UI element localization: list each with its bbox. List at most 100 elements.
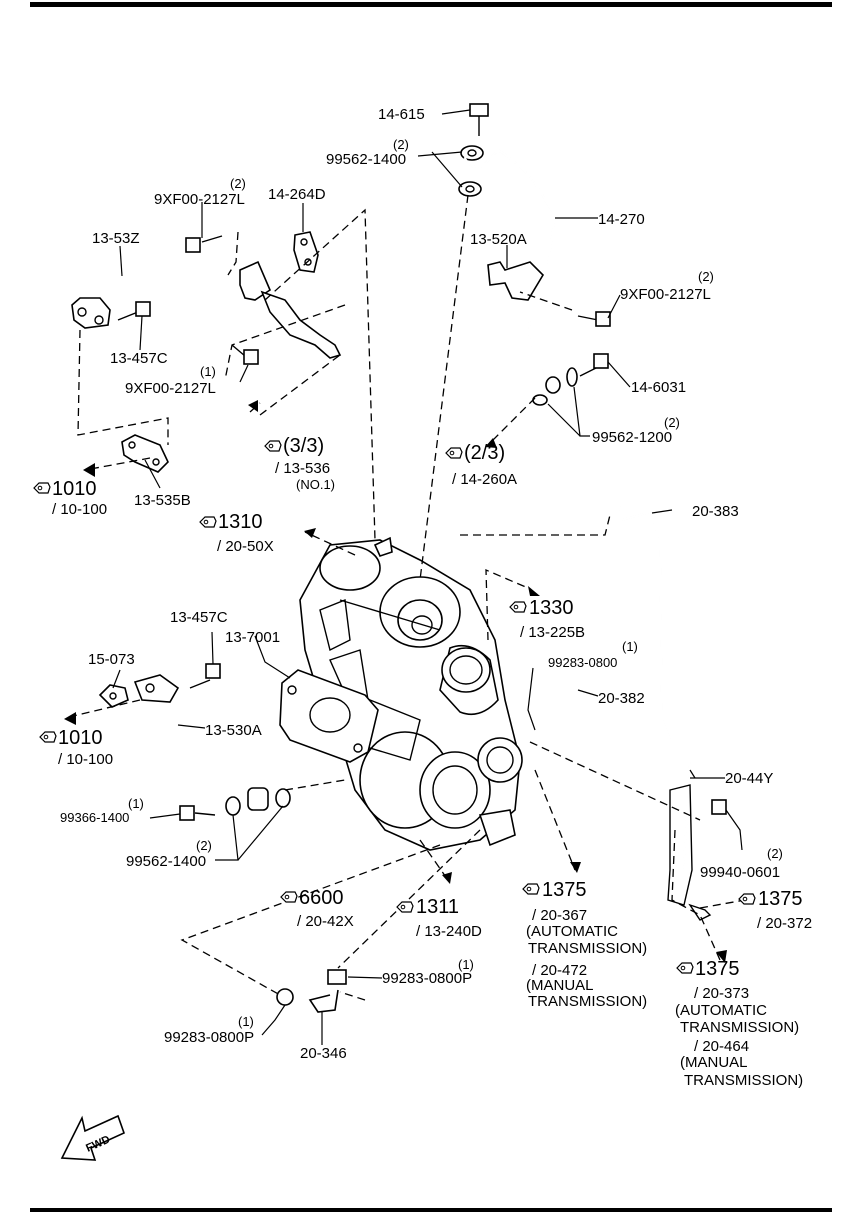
bolt-14-6031 [579,353,609,377]
fwd-arrow-icon: FWD [60,1114,125,1161]
label-14-270: 14-270 [598,211,645,228]
reference-icon [199,516,217,528]
ref-1375-b: 1375 [758,888,803,910]
ref-10-100-lower: / 10-100 [58,751,113,768]
bolt-13-457c-upper [117,301,151,321]
ref-3-3: (3/3) [283,435,324,457]
label-9xf00-right: 9XF00-2127L [620,286,711,303]
pipe-13-53z [94,266,246,311]
ref-1010-lower: 1010 [58,727,103,749]
washer-99562-1200-a [566,367,578,387]
ref-1375-a: 1375 [542,879,587,901]
bolt-13-457c-lower [189,663,221,689]
reference-icon [396,901,414,913]
top-rule [30,2,832,7]
turbocharger-13-7001 [299,536,523,851]
ref-20-50x: / 20-50X [217,538,274,555]
reference-icon [280,891,298,903]
arrowheads [64,400,727,963]
bolt-9xf00-right [577,311,611,327]
note-manual-2: (MANUAL [680,1054,748,1071]
label-13-7001: 13-7001 [225,629,280,646]
label-99283-0800p-right: 99283-0800P [382,970,472,987]
qty-99562-1200: (2) [664,415,680,430]
note-transmission-1: TRANSMISSION) [528,940,647,957]
note-manual-1: (MANUAL [526,977,594,994]
note-transmission-3: TRANSMISSION) [680,1019,799,1036]
label-9xf00-bottom: 9XF00-2127L [125,380,216,397]
ref-13-536: / 13-536 [275,460,330,477]
label-14-615: 14-615 [378,106,425,123]
label-99283-0800: 99283-0800 [548,655,617,670]
label-15-073: 15-073 [88,651,135,668]
note-automatic-1: (AUTOMATIC [526,923,618,940]
parts-artwork [71,103,727,1013]
reference-icon [522,883,540,895]
label-20-383: 20-383 [692,503,739,520]
ref-no1: (NO.1) [296,477,335,492]
note-transmission-4: TRANSMISSION) [684,1072,803,1089]
label-13-535b: 13-535B [134,492,191,509]
ref-2-3: (2/3) [464,442,505,464]
label-14-6031: 14-6031 [631,379,686,396]
qty-99940-0601: (2) [767,846,783,861]
label-9xf00-top: 9XF00-2127L [154,191,245,208]
ref-20-367: / 20-367 [532,907,587,924]
ref-1330: 1330 [529,597,574,619]
label-99940-0601: 99940-0601 [700,864,780,881]
qty-9xf00-bottom: (1) [200,364,216,379]
hose-20-346 [308,989,339,1013]
reference-icon [738,893,756,905]
washer-99562-1200-b [532,394,548,406]
ref-1375-c: 1375 [695,958,740,980]
ref-20-464: / 20-464 [694,1038,749,1055]
qty-99283-0800p-right: (1) [458,957,474,972]
note-transmission-2: TRANSMISSION) [528,993,647,1010]
ref-1010-upper: 1010 [52,478,97,500]
leader-lines [112,109,743,1045]
reference-icon [264,440,282,452]
ref-20-373: / 20-373 [694,985,749,1002]
qty-9xf00-right: (2) [698,269,714,284]
ref-20-42x: / 20-42X [297,913,354,930]
qty-9xf00-top: (2) [230,176,246,191]
label-99366-1400: 99366-1400 [60,810,129,825]
reference-icon [39,731,57,743]
bolt-9xf00-top [185,235,223,253]
ref-13-225b: / 13-225B [520,624,585,641]
qty-99283-0800p-left: (1) [238,1014,254,1029]
ref-20-372: / 20-372 [757,915,812,932]
ref-6600: 6600 [299,887,344,909]
washer-top-a [460,145,484,161]
label-99562-1400-top: 99562-1400 [326,151,406,168]
bolt-99366-1400 [179,805,216,821]
label-99562-1400-lower: 99562-1400 [126,853,206,870]
reference-icon [509,601,527,613]
label-13-457c-upper: 13-457C [110,350,168,367]
reference-icon [33,482,51,494]
ref-14-260a: / 14-260A [452,471,517,488]
label-20-382: 20-382 [598,690,645,707]
label-99283-0800p-left: 99283-0800P [164,1029,254,1046]
pipe-13-530a [149,689,246,796]
washer-top-b [458,181,482,197]
bottom-rule [30,1208,832,1212]
label-13-530a: 13-530A [205,722,262,739]
ref-1310: 1310 [218,511,263,533]
label-14-264d: 14-264D [268,186,326,203]
bolt-14-615 [469,103,489,136]
label-20-44y: 20-44Y [725,770,773,787]
bracket-13-520a [487,261,545,301]
note-automatic-2: (AUTOMATIC [675,1002,767,1019]
ref-20-472: / 20-472 [532,962,587,979]
ref-1311: 1311 [416,896,459,918]
dashed-connectors [64,194,746,1001]
qty-99366-1400: (1) [128,796,144,811]
gasket-plate [279,669,379,763]
qty-99562-1400-top: (2) [393,137,409,152]
qty-99562-1400-lower: (2) [196,838,212,853]
bolt-9xf00-bottom [231,344,259,365]
ref-10-100-upper: / 10-100 [52,501,107,518]
gasket-13-535b [121,434,169,473]
